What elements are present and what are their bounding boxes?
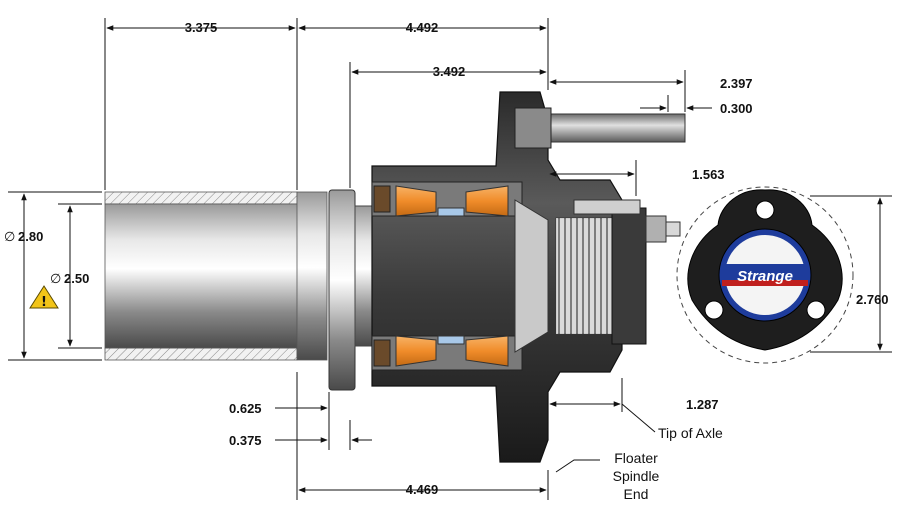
label-floater-line3: End — [624, 486, 649, 502]
dim-diameter-inner: 2.50 — [64, 271, 89, 286]
dim-top-mid: 4.492 — [406, 20, 439, 35]
label-tip-of-axle: Tip of Axle — [658, 425, 723, 441]
dim-stud-length: 2.397 — [720, 76, 753, 91]
dim-diameter-outer: 2.80 — [18, 229, 43, 244]
dim-bottom-length: 4.469 — [406, 482, 439, 497]
warning-icon: ! — [29, 285, 59, 310]
dim-bolt-circle: 2.760 — [856, 292, 889, 307]
bearing-top — [373, 185, 509, 217]
drive-cap — [573, 199, 681, 345]
diameter-inner-symbol: ∅ — [50, 272, 61, 287]
dim-top-left: 3.375 — [185, 20, 218, 35]
cap-logo-text: Strange — [737, 268, 793, 285]
axle-tube — [104, 191, 328, 361]
label-floater-line1: Floater — [614, 450, 658, 466]
label-floater-line2: Spindle — [613, 468, 660, 484]
dim-flange-thickness: 0.625 — [229, 401, 262, 416]
dim-tip-offset: 1.287 — [686, 397, 719, 412]
dim-spindle-extension: 1.563 — [692, 167, 725, 182]
bearing-bottom — [373, 335, 509, 367]
dim-hub-length: 3.492 — [433, 64, 466, 79]
diameter-outer-symbol: ∅ — [4, 230, 15, 245]
wheel-stud — [514, 107, 686, 149]
dim-flange-gap: 0.375 — [229, 433, 262, 448]
dim-stud-offset: 0.300 — [720, 101, 753, 116]
cap-end-view: Strange — [676, 186, 854, 364]
svg-text:!: ! — [41, 295, 47, 310]
hub-body — [371, 91, 623, 463]
dimension-lines — [8, 18, 892, 500]
